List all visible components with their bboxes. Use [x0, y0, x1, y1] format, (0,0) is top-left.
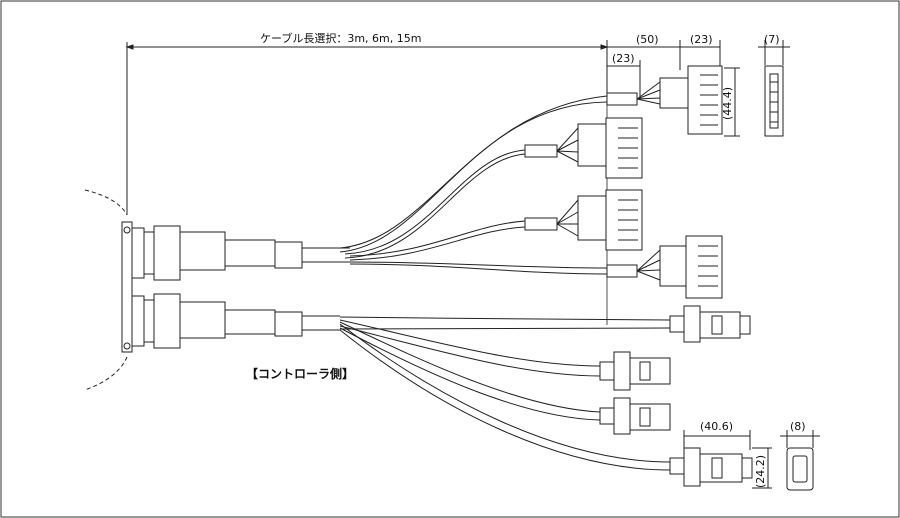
dim-8: (8)	[790, 420, 806, 433]
dim-23-left: (23)	[612, 52, 635, 65]
controller-flange	[121, 221, 133, 353]
dim-7: (7)	[764, 33, 780, 46]
lower-circular-connector	[131, 293, 226, 349]
connector-side-view	[764, 65, 784, 137]
lower-branch-cables	[339, 316, 671, 471]
dsub-connector-2	[599, 351, 671, 391]
controller-outline	[84, 189, 128, 216]
power-connector-2	[524, 117, 643, 179]
controller-outline-bottom	[84, 356, 128, 391]
power-connector-4	[606, 235, 723, 299]
cable-length-dimension	[125, 42, 609, 215]
dim-24-2: (24.2)	[754, 455, 767, 488]
power-connector-1	[606, 65, 723, 135]
dsub-front-view	[786, 447, 814, 491]
dim-44-4: (44.4)	[721, 87, 734, 120]
upper-circular-connector	[131, 225, 226, 281]
dim-50: (50)	[636, 33, 659, 46]
upper-branch-cables	[339, 95, 608, 275]
power-connector-3	[524, 189, 643, 251]
upper-main-cable	[224, 239, 350, 269]
dsub-connector-4	[669, 447, 753, 487]
top-dims	[606, 40, 790, 137]
dsub-connector-3	[599, 397, 671, 435]
lower-main-cable	[224, 309, 340, 337]
dim-40-6: (40.6)	[700, 420, 733, 433]
cable-length-label: ケーブル長選択：3m, 6m, 15m	[260, 31, 421, 45]
dim-23-top: (23)	[690, 33, 713, 46]
controller-side-label: 【コントローラ側】	[246, 366, 354, 381]
dsub-connector-1	[669, 305, 751, 343]
lower-dims	[683, 430, 820, 489]
